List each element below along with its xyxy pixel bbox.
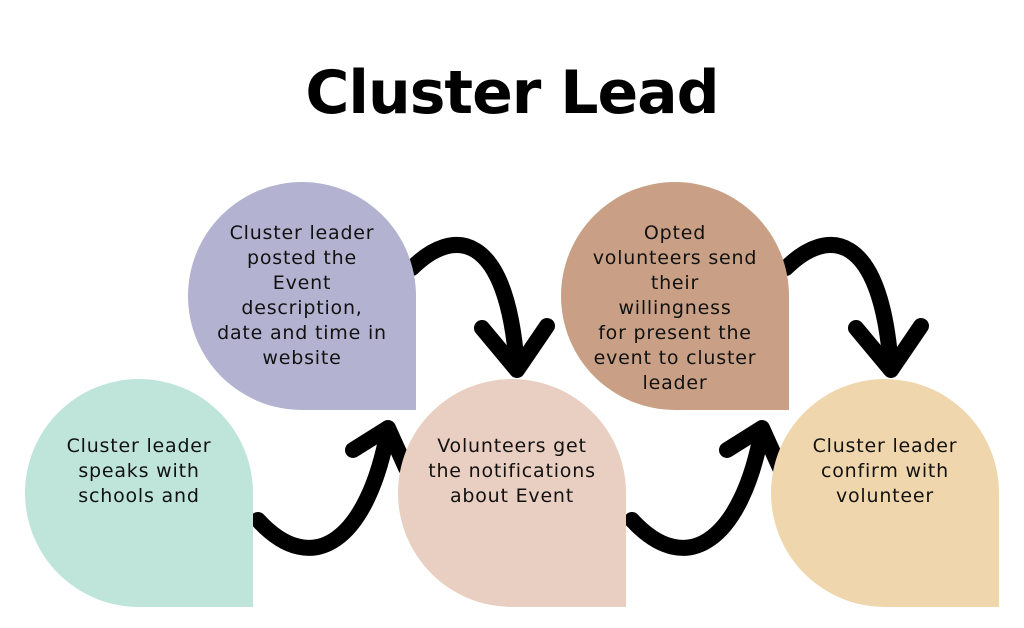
arrow-up-1 [258, 428, 406, 548]
arrow-down-1 [412, 245, 547, 370]
step-1-speak-with-schools: Cluster leader speaks with schools and [25, 379, 253, 607]
arrow-up-2 [632, 428, 780, 548]
arrow-down-2 [786, 245, 921, 370]
step-3-text: Volunteers get the notifications about E… [428, 434, 596, 507]
step-3-volunteers-notified: Volunteers get the notifications about E… [398, 379, 626, 607]
page-title: Cluster Lead [305, 58, 719, 128]
step-2-text: Cluster leader posted the Event descript… [217, 222, 387, 369]
step-4-text: Opted volunteers send their willingness … [592, 221, 758, 394]
step-5-confirm-volunteer: Cluster leader confirm with volunteer [771, 379, 999, 607]
step-2-post-event: Cluster leader posted the Event descript… [188, 182, 416, 410]
step-5-text: Cluster leader confirm with volunteer [812, 434, 958, 507]
step-4-volunteers-opt-in: Opted volunteers send their willingness … [561, 182, 789, 410]
step-1-text: Cluster leader speaks with schools and [66, 434, 212, 507]
